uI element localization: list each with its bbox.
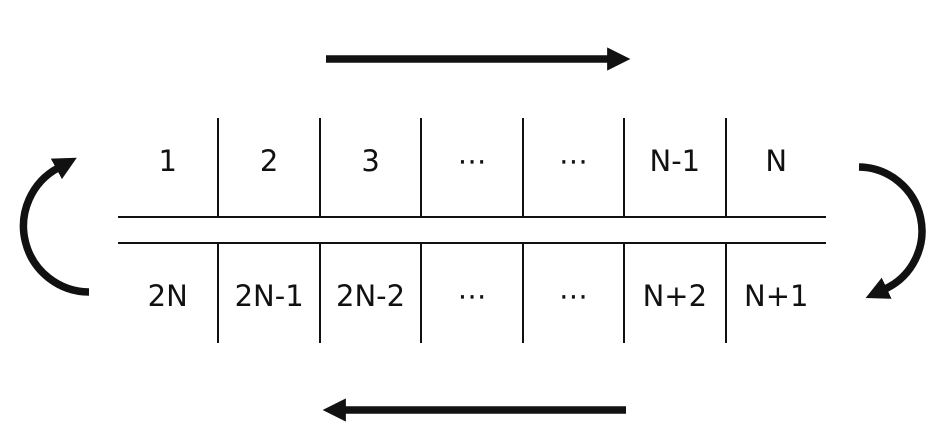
top-row: 1 2 3 ⋯ ⋯ N-1 N [118,118,826,218]
left-wrap-arrow-icon [19,157,90,296]
cell-bottom-ellipsis-1: ⋯ [422,244,524,343]
cell-bottom-ellipsis-2: ⋯ [524,244,626,343]
cell-top-ellipsis-1: ⋯ [422,118,524,216]
cell-bottom-n-plus-1: N+1 [744,279,809,313]
cell-bottom-2n-minus-1: 2N-1 [219,244,321,343]
cell-bottom-n-plus-2: N+2 [625,244,727,343]
cell-bottom-2n: 2N [118,244,220,343]
cell-top-2: 2 [219,118,321,216]
right-wrap-arrow-icon [858,163,926,299]
cell-top-n: N [765,144,788,178]
cell-top-1: 1 [118,118,220,216]
cell-top-n-minus-1: N-1 [625,118,727,216]
cell-top-3: 3 [321,118,423,216]
bottom-row: 2N 2N-1 2N-2 ⋯ ⋯ N+2 N+1 [118,242,826,343]
cell-top-ellipsis-2: ⋯ [524,118,626,216]
cell-bottom-2n-minus-2: 2N-2 [321,244,423,343]
